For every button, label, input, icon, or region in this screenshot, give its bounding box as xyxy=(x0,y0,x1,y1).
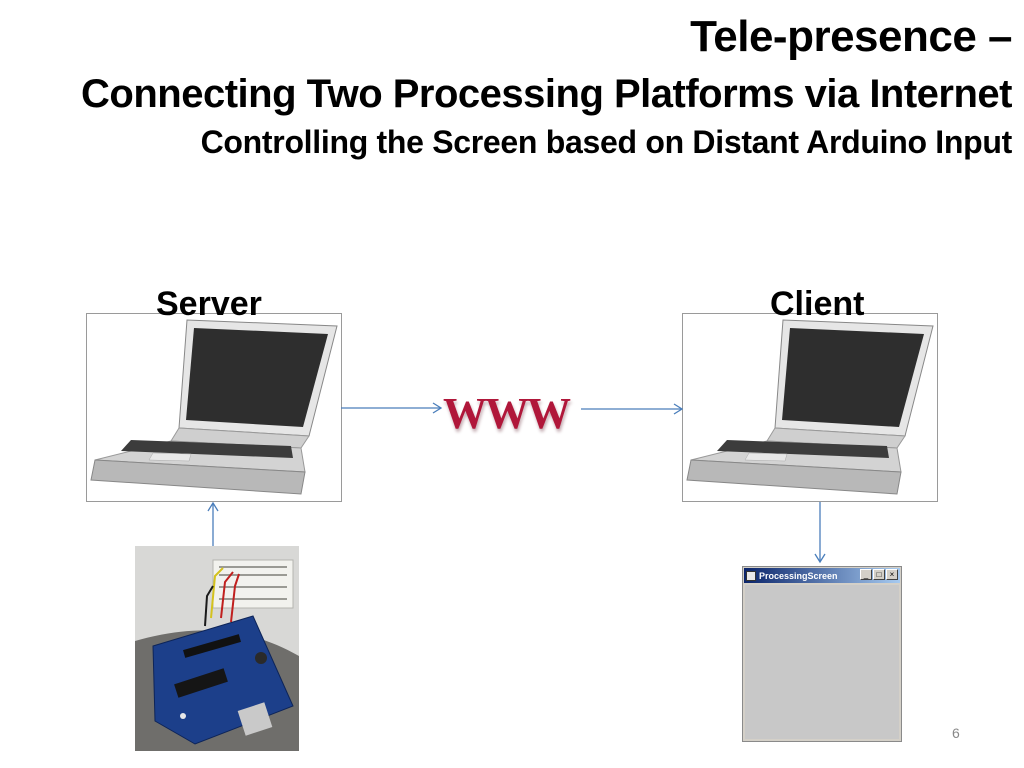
processing-screen-window: ProcessingScreen _ □ × xyxy=(742,566,902,742)
slide-title: Tele-presence – Connecting Two Processin… xyxy=(81,8,1012,162)
client-laptop-image xyxy=(682,313,938,502)
arduino-photo xyxy=(135,546,299,751)
close-icon[interactable]: × xyxy=(886,569,898,580)
app-icon xyxy=(746,570,756,581)
title-line-3: Controlling the Screen based on Distant … xyxy=(200,124,1013,160)
server-label: Server xyxy=(156,285,262,323)
www-label: WWW xyxy=(443,389,571,438)
client-label: Client xyxy=(770,285,865,323)
maximize-icon[interactable]: □ xyxy=(873,569,885,580)
window-title: ProcessingScreen xyxy=(759,570,838,581)
window-title-bar[interactable]: ProcessingScreen _ □ × xyxy=(744,568,900,583)
arduino-board-icon xyxy=(135,546,299,751)
minimize-icon[interactable]: _ xyxy=(860,569,872,580)
page-number: 6 xyxy=(952,725,960,741)
title-line-2: Connecting Two Processing Platforms via … xyxy=(81,72,1012,116)
window-canvas xyxy=(745,585,899,739)
laptop-icon xyxy=(90,319,338,495)
laptop-icon xyxy=(686,319,934,495)
title-line-1: Tele-presence – xyxy=(690,12,1012,61)
